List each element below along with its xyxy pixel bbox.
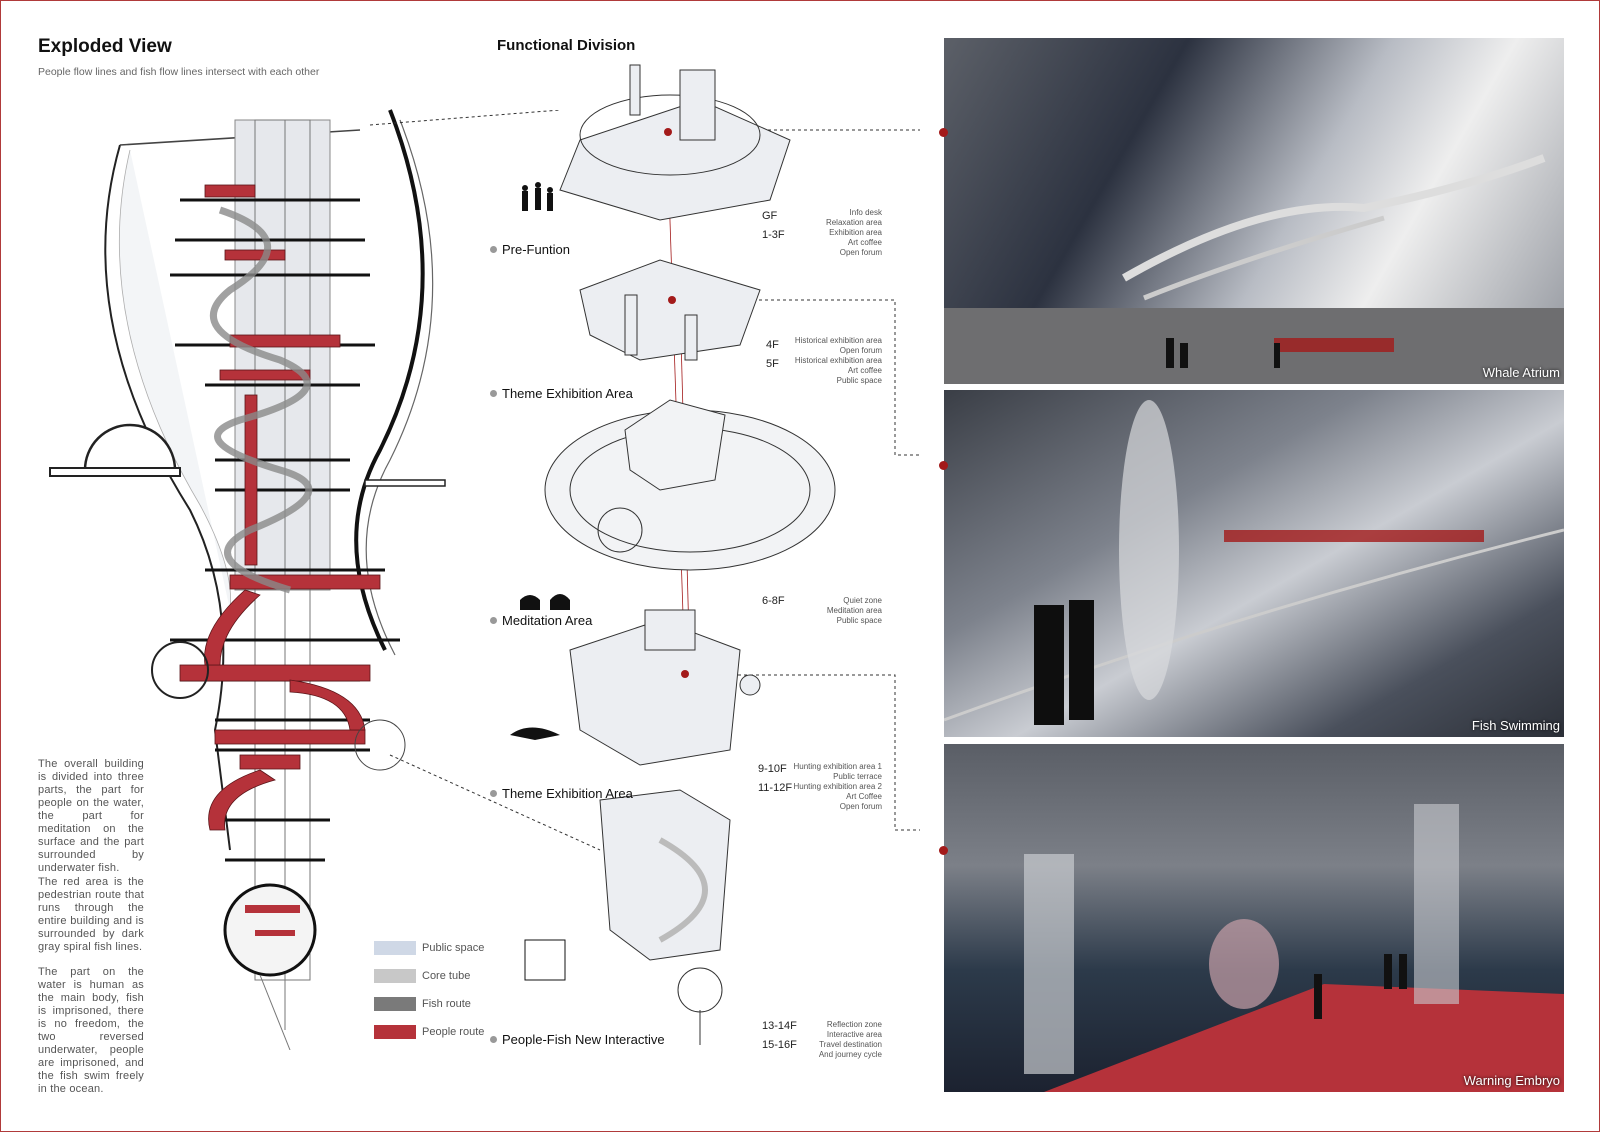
zone-label-1: Pre-Funtion: [490, 242, 570, 257]
function-list-4: Hunting exhibition area 1 Public terrace…: [793, 762, 882, 811]
connector-dot-1: [939, 128, 948, 137]
render-caption-3: Warning Embryo: [1463, 1073, 1560, 1088]
connector-dot-3: [939, 846, 948, 855]
bullet-dot: [490, 617, 497, 624]
description-paragraph-3: The part on the water is human as the ma…: [38, 966, 144, 1095]
render-whale-atrium: Whale Atrium: [944, 38, 1564, 384]
connector-dot-2: [939, 461, 948, 470]
render-whale-atrium-art: [944, 154, 1564, 384]
render-warning-embryo-art: [1024, 804, 1564, 1092]
legend-item-public-space: Public space: [374, 934, 484, 962]
zone-label-4: Theme Exhibition Area: [490, 786, 633, 801]
bullet-dot: [490, 1036, 497, 1043]
description-paragraph-2: The red area is the pedestrian route tha…: [38, 876, 144, 953]
functional-division-title: Functional Division: [497, 37, 636, 54]
legend-item-people-route: People route: [374, 1018, 484, 1046]
legend-item-core-tube: Core tube: [374, 962, 484, 990]
function-list-1: Info desk Relaxation area Exhibition are…: [825, 208, 882, 257]
functional-division-drawing: [510, 64, 836, 1045]
bullet-dot: [490, 790, 497, 797]
bullet-dot: [490, 246, 497, 253]
render-fish-swimming-art: [944, 400, 1564, 725]
render-fish-swimming: Fish Swimming: [944, 390, 1564, 737]
floor-labels-2: 4F 5F: [766, 339, 779, 370]
function-list-5: Reflection zone Interactive area Travel …: [818, 1020, 882, 1059]
zone-label-5: People-Fish New Interactive: [490, 1032, 665, 1047]
legend-swatch: [374, 941, 416, 955]
function-list-2: Historical exhibition area Open forum Hi…: [794, 336, 882, 385]
legend-swatch: [374, 969, 416, 983]
exploded-view-title: Exploded View: [38, 36, 172, 57]
function-list-3: Quiet zone Meditation area Public space: [826, 596, 882, 625]
legend-item-fish-route: Fish route: [374, 990, 484, 1018]
render-caption-2: Fish Swimming: [1471, 718, 1560, 733]
floor-labels-5: 13-14F 15-16F: [762, 1020, 797, 1051]
render-caption-1: Whale Atrium: [1482, 365, 1560, 380]
render-warning-embryo: Warning Embryo: [944, 744, 1564, 1092]
description-paragraph-1: The overall building is divided into thr…: [38, 758, 144, 874]
floor-labels-4: 9-10F 11-12F: [758, 763, 793, 794]
floor-labels-1: GF 1-3F: [762, 210, 785, 241]
zone-label-3: Meditation Area: [490, 613, 592, 628]
floor-labels-3: 6-8F: [762, 595, 785, 607]
legend-swatch: [374, 1025, 416, 1039]
legend: Public space Core tube Fish route People…: [374, 934, 484, 1046]
exploded-view-subtitle: People flow lines and fish flow lines in…: [38, 66, 320, 78]
bullet-dot: [490, 390, 497, 397]
legend-swatch: [374, 997, 416, 1011]
exploded-view-drawing: [49, 109, 446, 1050]
zone-label-2: Theme Exhibition Area: [490, 386, 633, 401]
